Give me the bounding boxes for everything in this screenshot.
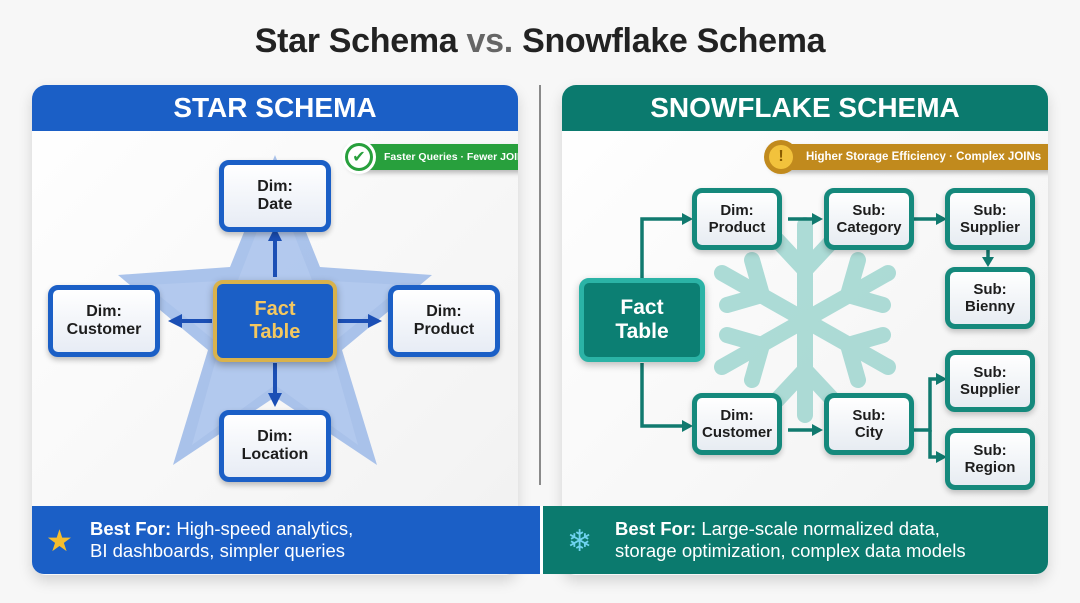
advantage-badge: ✔ Faster Queries · Fewer JOINs bbox=[342, 140, 518, 174]
warning-icon: ! bbox=[764, 140, 798, 174]
dim-date-node[interactable]: Dim:Date bbox=[219, 160, 331, 232]
star-icon: ★ bbox=[46, 525, 73, 558]
star-panel-header: STAR SCHEMA bbox=[32, 85, 518, 131]
sub-supplier-node-1[interactable]: Sub:Supplier bbox=[945, 188, 1035, 250]
title-star: Star Schema bbox=[254, 22, 458, 60]
snowflake-best-for-footer: ❄ Best For: Large-scale normalized data,… bbox=[540, 506, 1048, 574]
sub-bienny-node[interactable]: Sub:Bienny bbox=[945, 267, 1035, 329]
panel-divider bbox=[539, 85, 541, 485]
title-snowflake: Snowflake Schema bbox=[522, 22, 826, 60]
page-title: Star Schema vs. Snowflake Schema bbox=[0, 22, 1080, 61]
star-best-for-footer: ★ Best For: High-speed analytics, BI das… bbox=[32, 506, 540, 574]
dim-customer-node[interactable]: Dim:Customer bbox=[48, 285, 160, 357]
sub-category-node[interactable]: Sub:Category bbox=[824, 188, 914, 250]
sub-city-node[interactable]: Sub:City bbox=[824, 393, 914, 455]
check-circle-icon: ✔ bbox=[342, 140, 376, 174]
snowflake-icon: ❄ bbox=[567, 525, 593, 558]
sub-region-node[interactable]: Sub:Region bbox=[945, 428, 1035, 490]
title-vs: vs. bbox=[466, 22, 514, 60]
tradeoff-badge: ! Higher Storage Efficiency · Complex JO… bbox=[764, 140, 1048, 174]
snowflake-schema-panel: SNOWFLAKE SCHEMA bbox=[562, 85, 1048, 575]
snowflake-panel-header: SNOWFLAKE SCHEMA bbox=[562, 85, 1048, 131]
dim-product-node[interactable]: Dim:Product bbox=[388, 285, 500, 357]
dim-location-node[interactable]: Dim:Location bbox=[219, 410, 331, 482]
star-schema-panel: STAR SCHEMA ✔ Faster Queries · Fewer JOI… bbox=[32, 85, 518, 575]
sub-supplier-node-2[interactable]: Sub:Supplier bbox=[945, 350, 1035, 412]
snowflake-shape-icon bbox=[640, 213, 994, 463]
dim-customer-node[interactable]: Dim:Customer bbox=[692, 393, 782, 455]
dim-product-node[interactable]: Dim:Product bbox=[692, 188, 782, 250]
